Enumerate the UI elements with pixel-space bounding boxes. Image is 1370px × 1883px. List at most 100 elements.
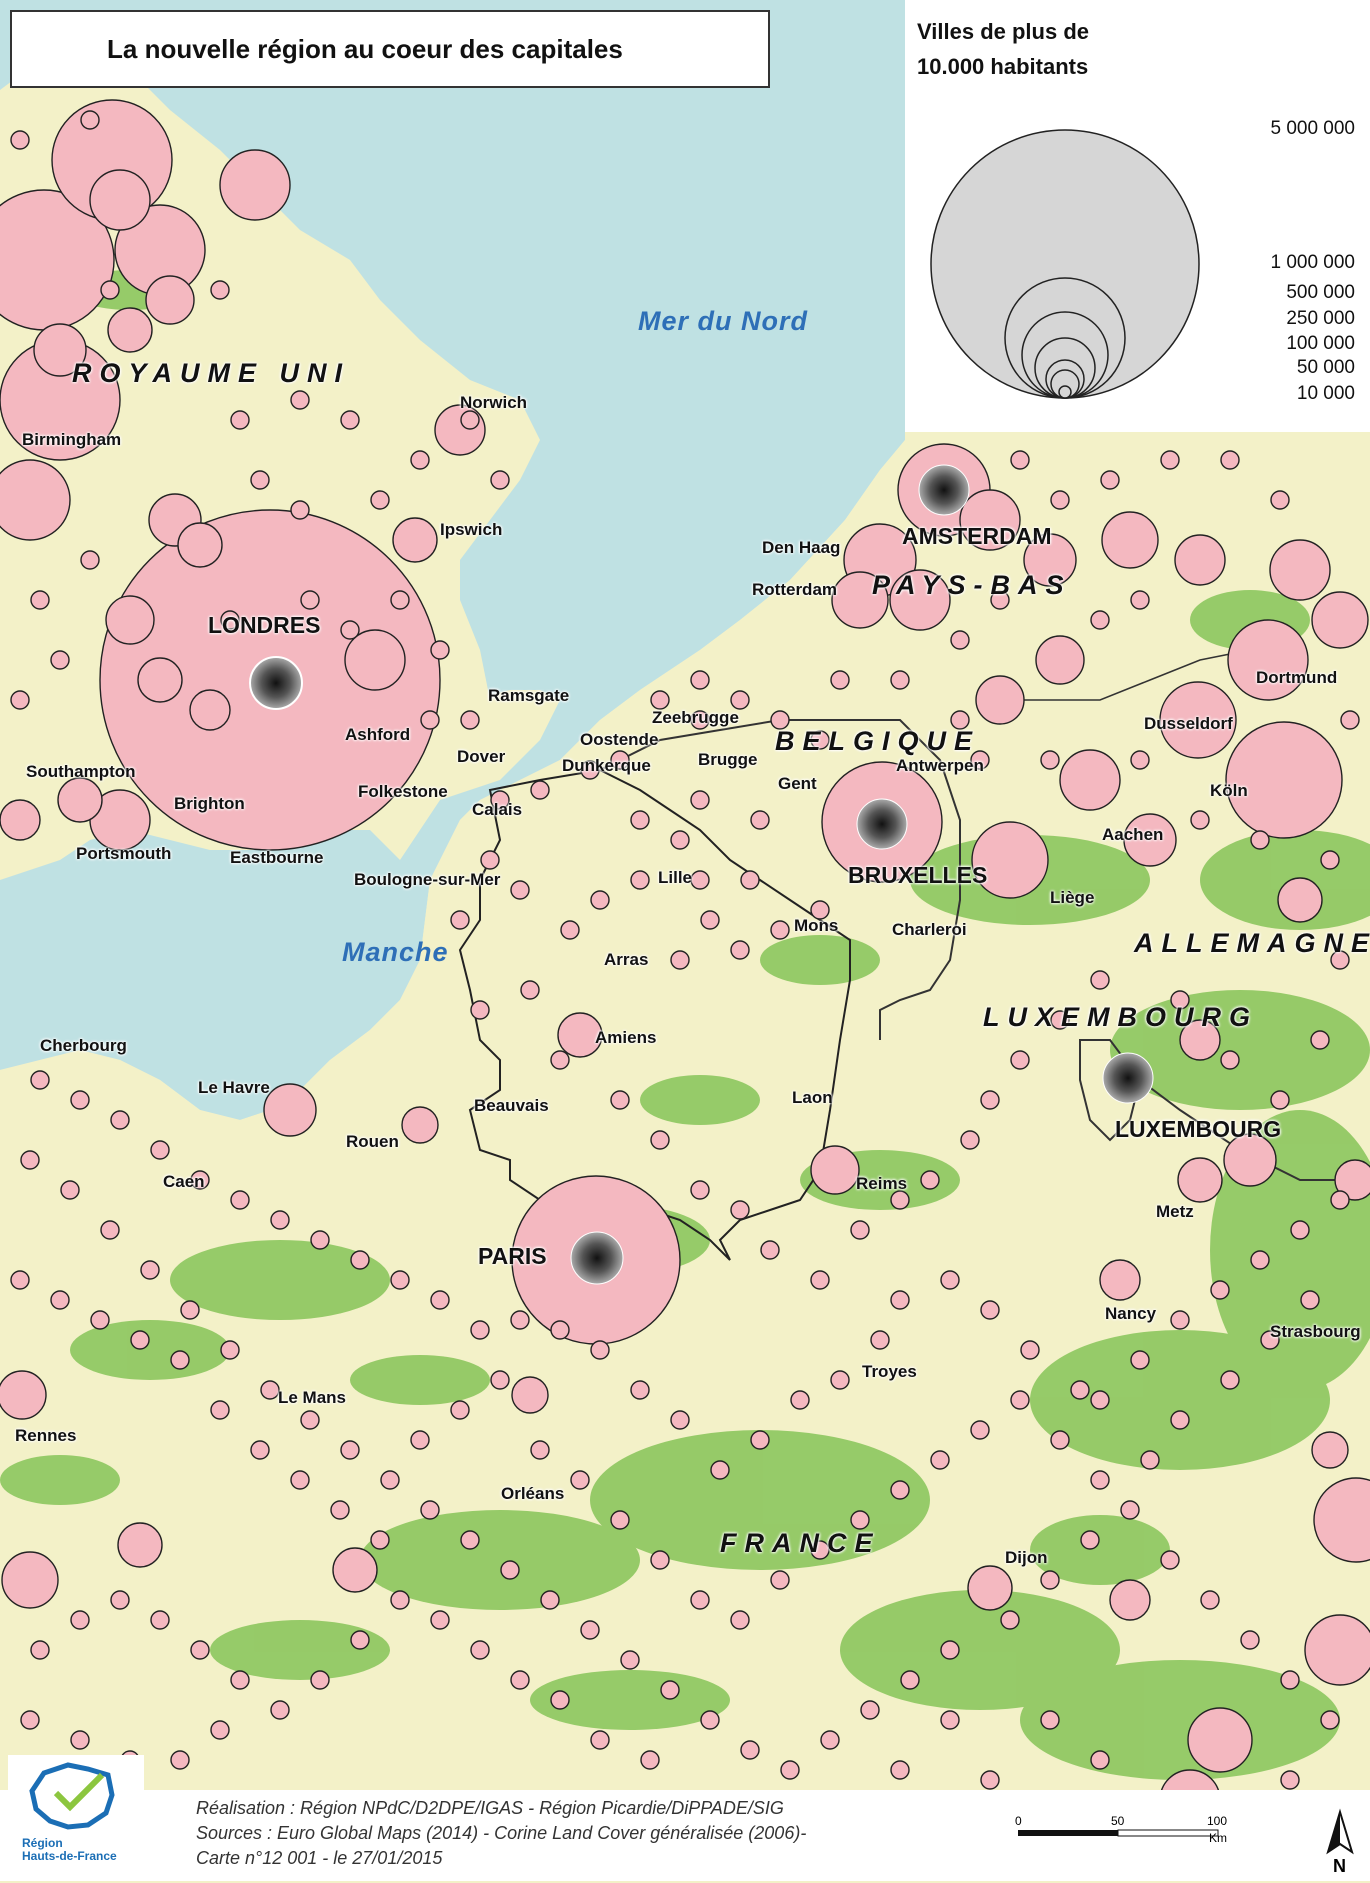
credits-line3: Carte n°12 001 - le 27/01/2015 bbox=[196, 1848, 443, 1868]
city-circle bbox=[105, 595, 155, 645]
city-circle bbox=[150, 1610, 170, 1630]
city-circle bbox=[690, 870, 710, 890]
city-circle bbox=[967, 1565, 1013, 1611]
city-circle bbox=[890, 1290, 910, 1310]
city-circle bbox=[80, 110, 100, 130]
city-circle bbox=[630, 810, 650, 830]
city-circle bbox=[510, 1310, 530, 1330]
city-label: Brugge bbox=[698, 750, 758, 769]
belgium-border bbox=[599, 719, 961, 1040]
city-circle bbox=[1280, 1670, 1300, 1690]
city-circle bbox=[510, 880, 530, 900]
city-circle bbox=[490, 470, 510, 490]
city-circle bbox=[470, 1000, 490, 1020]
city-circle bbox=[690, 1590, 710, 1610]
city-circle bbox=[1010, 450, 1030, 470]
city-circle bbox=[110, 1590, 130, 1610]
city-circle bbox=[220, 610, 240, 630]
city-circle bbox=[790, 1390, 810, 1410]
city-circle bbox=[650, 1130, 670, 1150]
capital-marker-london bbox=[249, 656, 303, 710]
city-circle bbox=[107, 307, 153, 353]
city-circle bbox=[110, 1110, 130, 1130]
city-label: Arras bbox=[604, 950, 649, 969]
city-circle bbox=[145, 275, 195, 325]
city-circle bbox=[557, 1012, 603, 1058]
city-circle bbox=[1277, 877, 1323, 923]
city-circle bbox=[1300, 1290, 1320, 1310]
legend-value: 500 000 bbox=[1286, 282, 1355, 303]
legend-panel: Villes de plus de 10.000 habitants 5 000… bbox=[905, 0, 1370, 432]
city-circle bbox=[940, 1710, 960, 1730]
city-circle bbox=[250, 1440, 270, 1460]
sea-label-north-sea: Mer du Nord bbox=[638, 306, 808, 336]
city-circle bbox=[830, 1370, 850, 1390]
scale-bar-graphic: 0 50 100 Km bbox=[1015, 1814, 1227, 1845]
city-circle bbox=[1023, 533, 1077, 587]
city-circle bbox=[900, 1670, 920, 1690]
city-circle bbox=[1170, 990, 1190, 1010]
city-circle bbox=[1290, 1220, 1310, 1240]
capital-marker-brussels bbox=[856, 798, 908, 850]
city-circle bbox=[470, 1640, 490, 1660]
city-circle bbox=[831, 571, 889, 629]
city-circle bbox=[1311, 1431, 1349, 1469]
legend-title: Villes de plus de 10.000 habitants bbox=[917, 14, 1089, 84]
city-circle bbox=[330, 1500, 350, 1520]
credits-line2: Sources : Euro Global Maps (2014) - Cori… bbox=[196, 1823, 807, 1843]
city-circle bbox=[137, 657, 183, 703]
city-circle bbox=[750, 810, 770, 830]
city-circle bbox=[740, 1740, 760, 1760]
city-circle bbox=[450, 1400, 470, 1420]
city-circle bbox=[430, 640, 450, 660]
city-circle bbox=[340, 1440, 360, 1460]
city-label: Ramsgate bbox=[488, 686, 570, 705]
city-label: Beauvais bbox=[474, 1096, 549, 1115]
city-circle bbox=[263, 1083, 317, 1137]
city-circle bbox=[210, 1720, 230, 1740]
city-circle bbox=[100, 280, 120, 300]
city-circle bbox=[170, 1750, 190, 1770]
city-circle bbox=[920, 1170, 940, 1190]
city-circle bbox=[10, 690, 30, 710]
city-circle bbox=[1170, 1310, 1190, 1330]
city-circle bbox=[1010, 1050, 1030, 1070]
city-circle bbox=[950, 630, 970, 650]
city-label: Amiens bbox=[595, 1028, 657, 1047]
city-circle bbox=[230, 410, 250, 430]
city-circle bbox=[1035, 635, 1085, 685]
city-circle bbox=[89, 169, 151, 231]
city-circle bbox=[370, 1530, 390, 1550]
city-circle bbox=[650, 1550, 670, 1570]
city-circle bbox=[690, 670, 710, 690]
france-map-icon bbox=[29, 1762, 115, 1830]
city-circle bbox=[980, 1300, 1000, 1320]
city-circle bbox=[1225, 721, 1343, 839]
city-circle bbox=[30, 1640, 50, 1660]
city-circle bbox=[890, 670, 910, 690]
city-circle bbox=[890, 1190, 910, 1210]
city-circle bbox=[1100, 470, 1120, 490]
city-circle bbox=[210, 1400, 230, 1420]
city-circle bbox=[1330, 1190, 1350, 1210]
city-circle bbox=[1190, 810, 1210, 830]
city-label: Rotterdam bbox=[752, 580, 838, 599]
city-circle bbox=[1050, 1430, 1070, 1450]
city-circle bbox=[760, 1240, 780, 1260]
city-circle bbox=[30, 1070, 50, 1090]
city-circle bbox=[1304, 1614, 1370, 1686]
city-circle bbox=[1059, 749, 1121, 811]
map-title: La nouvelle région au coeur des capitale… bbox=[10, 10, 770, 88]
city-circle bbox=[480, 850, 500, 870]
city-circle bbox=[210, 280, 230, 300]
city-circle bbox=[420, 1500, 440, 1520]
country-label-uk: ROYAUME UNI bbox=[72, 358, 351, 388]
city-circle bbox=[850, 1220, 870, 1240]
city-circle bbox=[340, 620, 360, 640]
city-circle bbox=[1099, 1259, 1141, 1301]
city-circle bbox=[730, 940, 750, 960]
city-circle bbox=[332, 1547, 378, 1593]
city-circle bbox=[540, 1590, 560, 1610]
city-circle bbox=[401, 1106, 439, 1144]
capital-marker-amsterdam bbox=[918, 464, 970, 516]
